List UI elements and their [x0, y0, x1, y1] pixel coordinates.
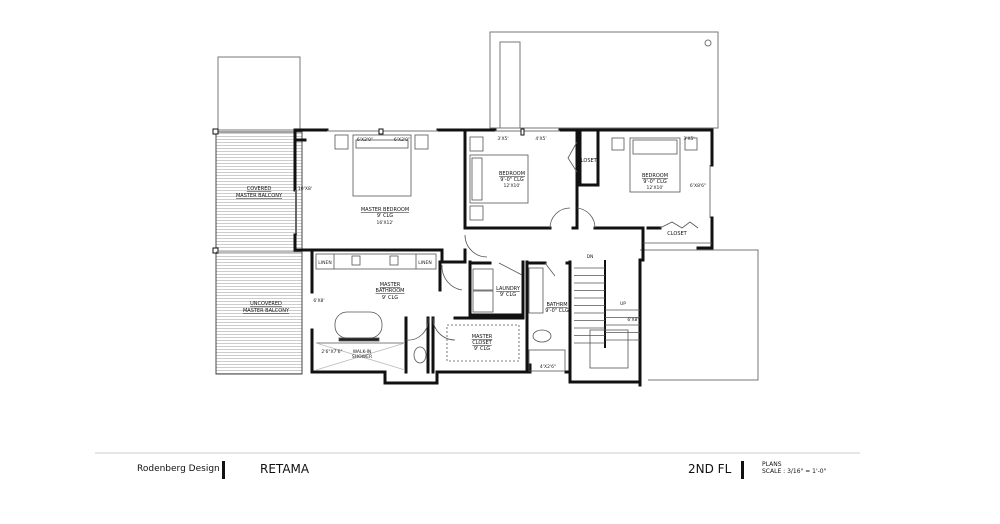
uncovered-balcony-label: UNCOVERED: [250, 301, 282, 307]
linen-left-label: LINEN: [318, 260, 331, 266]
dim: 6'X8'6": [690, 183, 706, 189]
covered-balcony-label: COVERED: [247, 186, 272, 192]
stair-landing: [589, 329, 629, 369]
closet1-label: CLOSET: [577, 158, 597, 164]
bedroom1-ceiling: 9'-0" CLG: [500, 177, 524, 183]
dim: 6'X2'0": [394, 137, 410, 143]
laundry-label: LAUNDRY: [496, 286, 521, 292]
dim: 6'X2'0": [357, 137, 373, 143]
master-closet-label-2: CLOSET: [472, 340, 492, 346]
stair-down-label: DN: [587, 254, 594, 260]
master-bathroom-label-2: BATHROOM: [376, 288, 405, 294]
room-labels: COVERED MASTER BALCONY UNCOVERED MASTER …: [236, 158, 688, 360]
uncovered-balcony-label-2: MASTER BALCONY: [243, 308, 290, 314]
covered-balcony-label-2: MASTER BALCONY: [236, 193, 283, 199]
dim: 4'X5': [535, 136, 546, 142]
bedroom2-label: BEDROOM: [642, 173, 668, 179]
closet2-label: CLOSET: [667, 231, 687, 237]
bedroom1-size: 12'X10': [503, 183, 520, 189]
project-name: RETAMA: [260, 462, 310, 476]
balcony: [212, 128, 303, 375]
dim: 6'X8': [313, 298, 324, 304]
master-bedroom-label: MASTER BEDROOM: [361, 207, 409, 213]
shower-label-2: SHOWER: [352, 354, 372, 360]
divider: [741, 461, 744, 479]
linen-right-label: LINEN: [418, 260, 431, 266]
master-bathroom-ceiling: 9' CLG: [382, 295, 398, 301]
master-closet-ceiling: 9' CLG: [474, 346, 490, 352]
sheet-name: 2ND FL: [688, 462, 732, 476]
divider: [222, 461, 225, 479]
master-bedroom-ceiling: 9' CLG: [377, 213, 393, 219]
stair-up-label: UP: [620, 301, 626, 307]
doors: [405, 141, 699, 341]
designer-name: Rodenberg Design: [137, 464, 220, 474]
left-deck: [217, 56, 301, 131]
master-bathroom-label: MASTER: [380, 282, 401, 288]
shower-label: WALK-IN: [353, 349, 372, 355]
laundry-ceiling: 9' CLG: [500, 292, 516, 298]
sheet-type: PLANS: [762, 461, 782, 468]
upper-deck: [489, 31, 719, 129]
dim: 4'X2'6": [540, 364, 556, 370]
dim: 6'X8': [627, 317, 638, 323]
furniture: [315, 134, 712, 372]
dim: 10'X8': [298, 186, 312, 192]
dim: 3'X5': [497, 136, 508, 142]
bedroom2-size: 12'X10': [646, 185, 663, 191]
bedroom1-label: BEDROOM: [499, 171, 525, 177]
dim: 2'6"X7'6": [321, 349, 342, 355]
dimension-labels: 6'X2'0" 6'X2'0" 10'X8' 6'X8' 2'6"X7'6" 3…: [298, 136, 706, 370]
walls: [293, 128, 714, 387]
bedroom2-ceiling: 9'-0" CLG: [643, 179, 667, 185]
bathroom-ceiling: 9'-0" CLG: [545, 308, 569, 314]
master-closet-label: MASTER: [472, 334, 493, 340]
master-bedroom-size: 16'X12': [376, 220, 393, 226]
scale-label: SCALE : 3/16" = 1'-0": [762, 468, 827, 475]
dim: 3'X5': [683, 136, 694, 142]
right-deck: [640, 249, 759, 381]
stair-treads: [574, 267, 640, 369]
bathroom-label: BATHRM: [546, 302, 567, 308]
